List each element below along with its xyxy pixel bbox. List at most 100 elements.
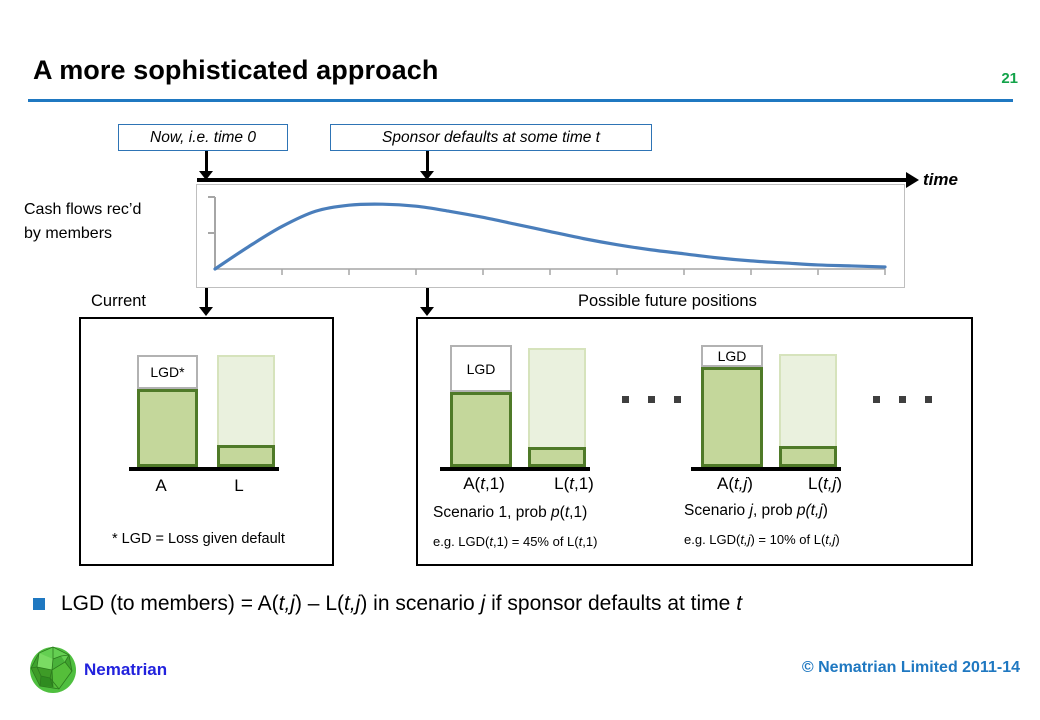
lgd-box-current: LGD*	[137, 355, 198, 389]
bar-liability-base	[528, 447, 586, 467]
bar-label-var: t,j	[734, 474, 748, 493]
arrow-down-now-icon	[199, 151, 213, 180]
eg-text-var: t,j	[740, 532, 751, 547]
timeline-axis	[197, 178, 909, 182]
timeline-arrow-icon	[906, 172, 919, 188]
bullet-var: t	[736, 592, 743, 615]
eg-text-var: t	[489, 534, 493, 549]
lgd-box-scenario-j: LGD	[701, 345, 763, 367]
bar-asset-body	[450, 392, 512, 467]
scenario-text-var: p	[551, 504, 560, 521]
bar-label-var: t,j	[823, 474, 837, 493]
cashflow-caption-line2: by members	[24, 225, 113, 242]
bullet-part: if sponsor defaults at time	[485, 592, 737, 615]
arrow-down-sponsor-icon	[420, 151, 434, 180]
bar-label-part: A(	[463, 474, 481, 493]
bar-group-scenario-j: LGD	[691, 341, 841, 471]
cashflow-chart	[196, 184, 905, 288]
panel-future-positions: LGD A(t,1) L(t,1) Scenario 1, prob p(t,1…	[416, 317, 973, 566]
page-number: 21	[1001, 70, 1018, 87]
bar-group-current: LGD*	[129, 341, 279, 471]
timeline-axis-label: time	[923, 170, 958, 189]
bar-asset-scenario-1: LGD	[450, 341, 512, 467]
panel-footnote-lgd: * LGD = Loss given default	[112, 531, 285, 547]
scenario-1-probability: Scenario 1, prob p(t,1)	[433, 504, 587, 522]
cashflow-caption-line1: Cash flows rec’d	[24, 201, 142, 218]
bullet-var: t,j	[278, 592, 295, 615]
bar-label-asset-current: A	[155, 476, 167, 495]
bar-liability-scenario-j	[779, 341, 837, 467]
footer-brand: Nematrian	[84, 660, 168, 679]
bar-liability-base	[217, 445, 275, 467]
bar-liability-scenario-1	[528, 341, 586, 467]
eg-text-part: e.g. LGD(	[433, 534, 490, 549]
bullet-var: j	[480, 592, 486, 615]
section-label-current: Current	[91, 292, 147, 310]
cashflow-series-line	[213, 202, 887, 271]
eg-text-part: e.g. LGD(	[684, 532, 741, 547]
bar-label-part: L(	[807, 474, 824, 493]
bar-label-liability-current: L	[234, 476, 244, 495]
bar-asset-body	[701, 367, 763, 467]
scenario-text-part: (	[559, 504, 565, 521]
eg-text-part: ,1)	[582, 534, 598, 549]
chart-x-ticks	[281, 269, 886, 275]
bullet-marker-icon	[33, 598, 45, 610]
bullet-part: ) – L(	[294, 592, 344, 615]
page-title: A more sophisticated approach	[33, 55, 439, 85]
arrow-down-current-icon	[199, 288, 213, 316]
scenario-text-part: Scenario 1, prob	[433, 504, 552, 521]
bar-liability-current	[217, 341, 275, 467]
title-divider	[28, 99, 1013, 102]
bar-label-liability-scenario-j: L(t,j)	[757, 474, 893, 494]
scenario-text-part: ,1)	[569, 504, 588, 521]
bar-label-var: t	[480, 474, 485, 493]
bullet-var: t,j	[344, 592, 361, 615]
bar-asset-scenario-j: LGD	[701, 341, 763, 467]
bullet-part: LGD (to members) = A(	[61, 592, 279, 615]
bar-label-part: ,1)	[484, 474, 505, 493]
lgd-box-label: LGD	[466, 360, 496, 377]
bar-label-part: )	[836, 474, 843, 493]
cashflow-caption: Cash flows rec’d by members	[24, 198, 199, 246]
bar-group-scenario-1: LGD	[440, 341, 590, 471]
bar-label-var: t	[569, 474, 574, 493]
bullet-part: ) in scenario	[360, 592, 481, 615]
bar-asset-current: LGD*	[137, 341, 198, 467]
eg-text-var: t,j	[825, 532, 836, 547]
bar-baseline	[440, 467, 590, 471]
scenario-text-var: p(t,j	[796, 502, 823, 519]
nematrian-logo-icon	[30, 646, 76, 693]
scenario-1-example: e.g. LGD(t,1) = 45% of L(t,1)	[433, 534, 597, 549]
callout-sponsor-default: Sponsor defaults at some time t	[330, 124, 652, 151]
scenario-text-part: , prob	[752, 502, 797, 519]
bar-label-part: ,1)	[574, 474, 594, 493]
ellipsis-trailing	[873, 396, 932, 403]
bar-label-part: L(	[554, 474, 570, 493]
scenario-text-part: Scenario	[684, 502, 750, 519]
bar-label-asset-scenario-1: A(t,1)	[416, 474, 552, 494]
bar-label-part: A(	[717, 474, 735, 493]
callout-sponsor-label: Sponsor defaults at some time t	[382, 128, 600, 146]
bar-baseline	[691, 467, 841, 471]
lgd-box-scenario-1: LGD	[450, 345, 512, 392]
scenario-text-var: t	[564, 504, 570, 521]
bar-label-part: )	[747, 474, 753, 493]
ellipsis-between-scenarios	[622, 396, 681, 403]
eg-text-var: t	[578, 534, 583, 549]
lgd-box-label: LGD	[717, 348, 747, 364]
arrow-down-future-icon	[420, 288, 434, 316]
callout-now-label: Now, i.e. time 0	[150, 128, 256, 146]
lgd-box-label: LGD*	[150, 364, 185, 380]
scenario-text-part: )	[822, 502, 828, 519]
bar-asset-body	[137, 389, 198, 467]
bullet-text: LGD (to members) = A(t,j) – L(t,j) in sc…	[61, 592, 742, 616]
scenario-j-probability: Scenario j, prob p(t,j)	[684, 502, 828, 520]
cashflow-chart-svg	[208, 196, 887, 275]
eg-text-part: )	[835, 532, 840, 547]
scenario-j-example: e.g. LGD(t,j) = 10% of L(t,j)	[684, 532, 840, 547]
scenario-text-var: j	[749, 502, 753, 519]
bar-liability-base	[779, 446, 837, 467]
bar-label-asset-scenario-j: A(t,j)	[667, 474, 803, 494]
